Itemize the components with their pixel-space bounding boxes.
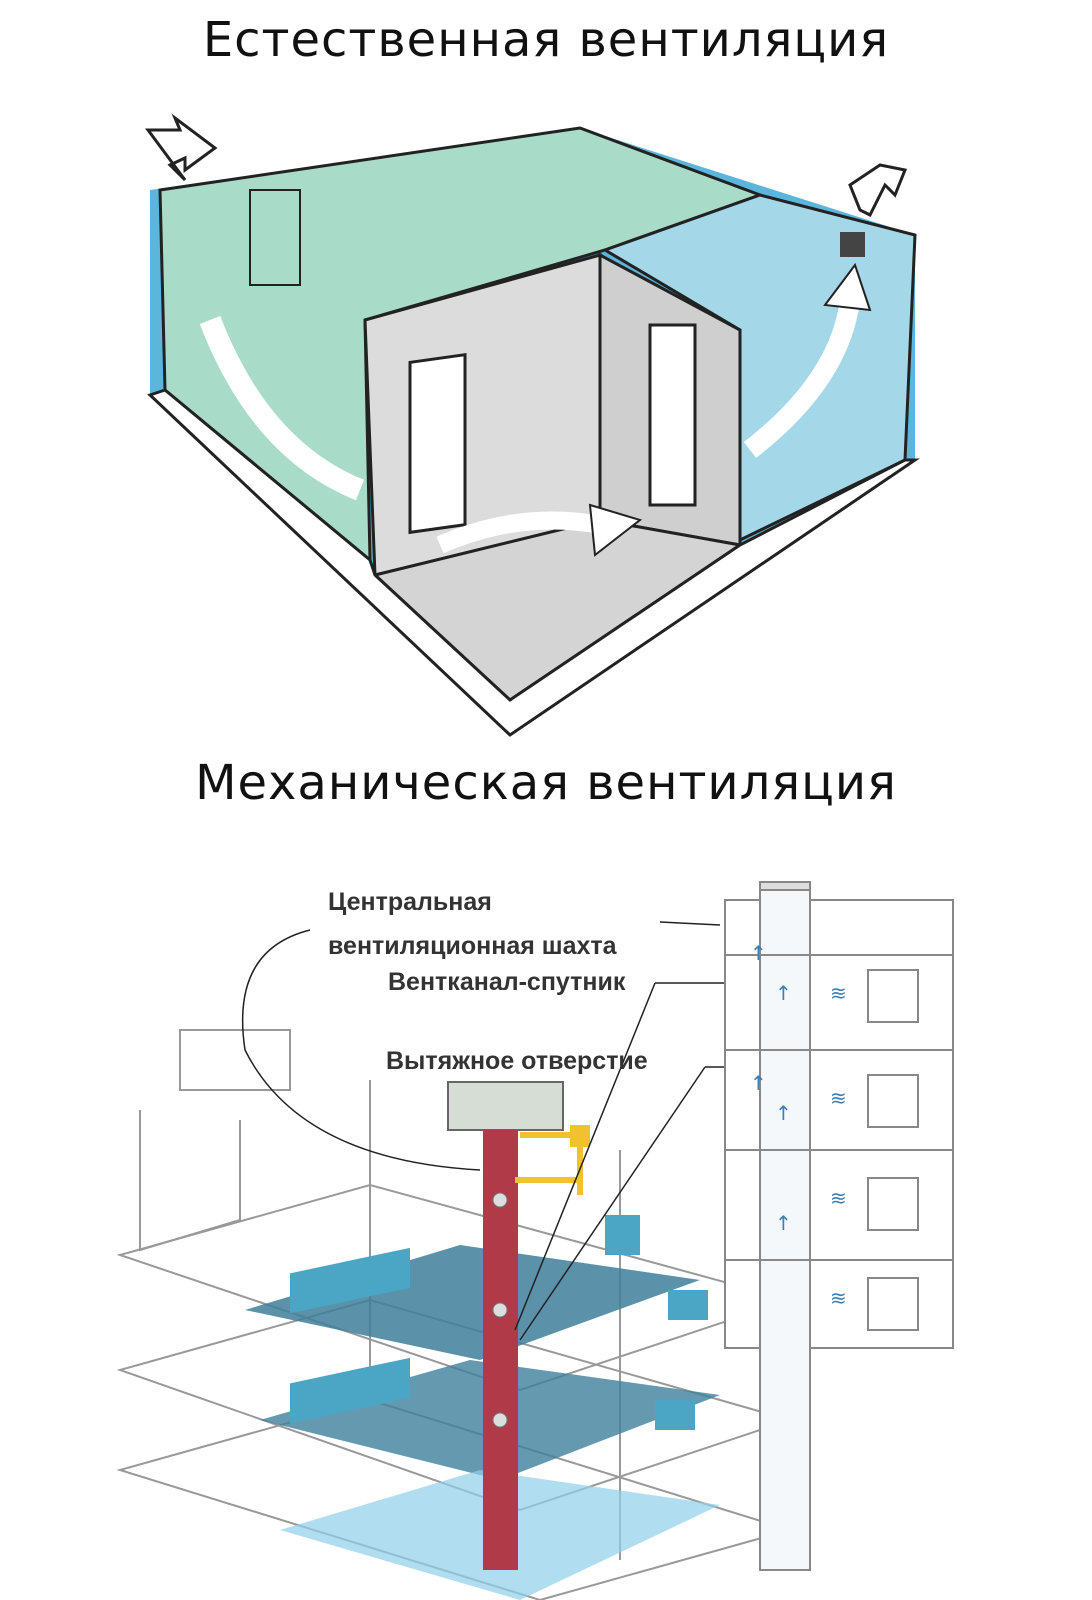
label-central-shaft-line1: Центральная — [328, 888, 492, 916]
bed — [290, 1357, 410, 1424]
stove — [605, 1215, 640, 1255]
label-central-shaft: Центральная вентиляционная шахта — [328, 880, 617, 968]
airflow-arrow-bedroom — [199, 316, 365, 501]
roof-fan-unit — [447, 1081, 564, 1131]
yellow-duct-box — [570, 1125, 590, 1147]
section-building — [724, 881, 954, 1571]
exhaust-openings — [492, 1192, 508, 1428]
svg-text:≋: ≋ — [830, 1186, 847, 1210]
airflow-arrowhead-hall — [588, 503, 643, 557]
label-exhaust-opening: Вытяжное отверстие — [386, 1047, 648, 1075]
svg-text:≋: ≋ — [830, 1286, 847, 1310]
label-central-shaft-line2: вентиляционная шахта — [328, 932, 617, 960]
natural-ventilation-title: Естественная вентиляция — [202, 12, 890, 68]
svg-text:↑: ↑ — [750, 1071, 767, 1095]
mechanical-ventilation-illustration: ↑ ↑ ↑ ↑ ↑ ≋ ≋ ≋ ≋ — [116, 881, 954, 1600]
airflow-arrow-hall — [436, 511, 602, 554]
svg-text:≋: ≋ — [830, 1086, 847, 1110]
window — [249, 189, 301, 286]
bed — [290, 1247, 410, 1314]
svg-text:≋: ≋ — [830, 981, 847, 1005]
airflow-arrowhead-bathroom — [823, 262, 872, 312]
armchair — [655, 1400, 695, 1430]
exhaust-grille — [840, 232, 865, 257]
floor-slab-1 — [245, 1245, 700, 1360]
outflow-arrow-icon — [848, 163, 908, 218]
mechanical-ventilation-title: Механическая вентиляция — [195, 755, 897, 811]
door-right — [648, 323, 697, 507]
outer-base-edge — [147, 388, 920, 737]
inflow-arrow-icon — [145, 113, 218, 182]
svg-text:↑: ↑ — [775, 1211, 792, 1235]
label-satellite-duct: Вентканал-спутник — [388, 968, 626, 996]
armchair — [668, 1290, 708, 1320]
section-airflow-arrows: ↑ ↑ ↑ ↑ ↑ ≋ ≋ ≋ ≋ — [750, 941, 847, 1310]
svg-text:↑: ↑ — [775, 1101, 792, 1125]
airflow-arrow-bathroom — [743, 298, 860, 458]
svg-text:↑: ↑ — [775, 981, 792, 1005]
natural-ventilation-illustration — [145, 113, 920, 737]
door-left — [408, 352, 467, 535]
svg-text:↑: ↑ — [750, 941, 767, 965]
